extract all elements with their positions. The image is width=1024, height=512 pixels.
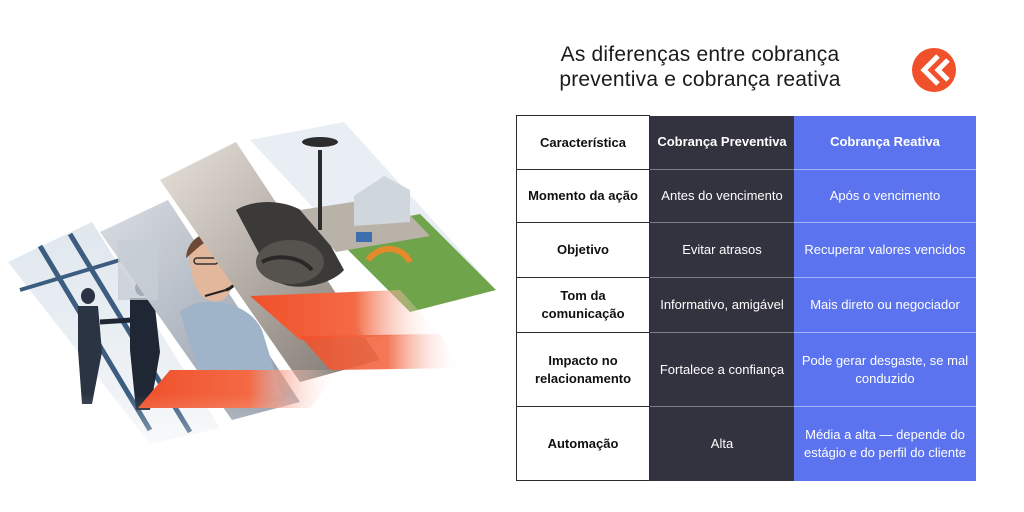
table-row: Tom da comunicação Informativo, amigável…	[516, 277, 976, 333]
table-row: Objetivo Evitar atrasos Recuperar valore…	[516, 222, 976, 278]
table-header-row: Característica Cobrança Preventiva Cobra…	[516, 115, 976, 170]
row-characteristic: Automação	[516, 406, 650, 481]
row-reactive-value: Após o vencimento	[794, 169, 976, 223]
page-title: As diferenças entre cobrança preventiva …	[520, 42, 880, 92]
header-reactive: Cobrança Reativa	[794, 115, 976, 170]
header-characteristic: Característica	[516, 115, 650, 170]
row-preventive-value: Informativo, amigável	[649, 277, 794, 333]
table-row: Impacto no relacionamento Fortalece a co…	[516, 332, 976, 407]
table-row: Automação Alta Média a alta — depende do…	[516, 406, 976, 481]
photo-collage	[0, 122, 510, 512]
header-preventive: Cobrança Preventiva	[649, 115, 794, 170]
row-characteristic: Objetivo	[516, 222, 650, 278]
chevron-logo-icon	[912, 48, 956, 92]
comparison-table: Característica Cobrança Preventiva Cobra…	[516, 115, 976, 481]
row-reactive-value: Mais direto ou negociador	[794, 277, 976, 333]
title-line-2: preventiva e cobrança reativa	[559, 68, 841, 91]
row-preventive-value: Evitar atrasos	[649, 222, 794, 278]
row-characteristic: Impacto no relacionamento	[516, 332, 650, 407]
row-preventive-value: Fortalece a confiança	[649, 332, 794, 407]
table-row: Momento da ação Antes do vencimento Após…	[516, 169, 976, 223]
row-preventive-value: Antes do vencimento	[649, 169, 794, 223]
row-characteristic: Tom da comunicação	[516, 277, 650, 333]
row-reactive-value: Recuperar valores vencidos	[794, 222, 976, 278]
row-reactive-value: Pode gerar desgaste, se mal conduzido	[794, 332, 976, 407]
row-characteristic: Momento da ação	[516, 169, 650, 223]
title-line-1: As diferenças entre cobrança	[560, 43, 840, 66]
row-reactive-value: Média a alta — depende do estágio e do p…	[794, 406, 976, 481]
row-preventive-value: Alta	[649, 406, 794, 481]
